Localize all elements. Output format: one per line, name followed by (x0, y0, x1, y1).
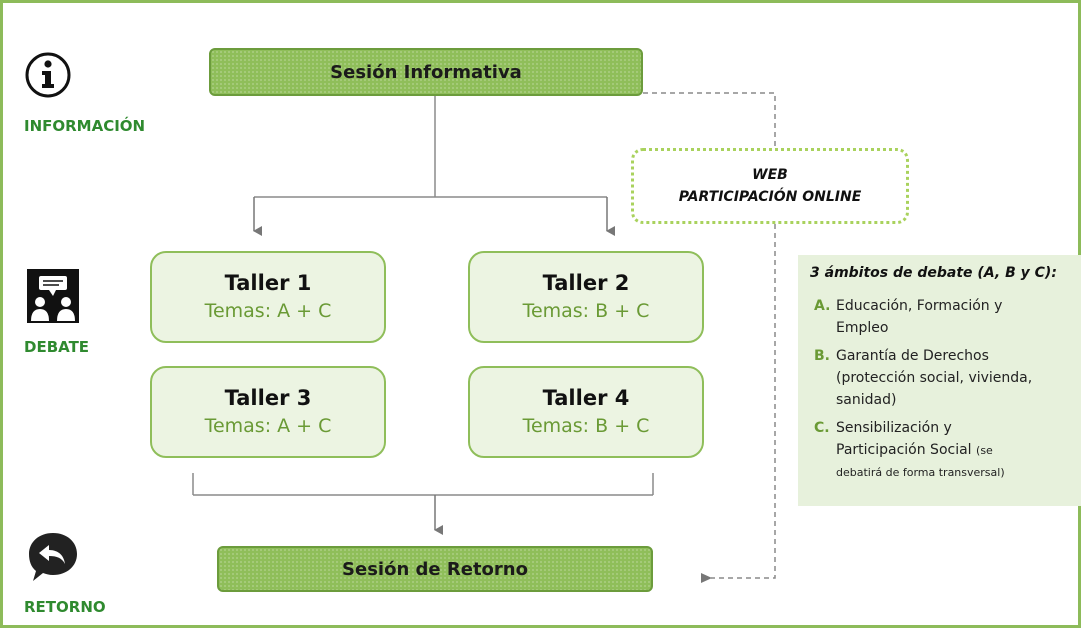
return-icon (29, 533, 77, 581)
ambito-line-with-note: Participación Social (se (836, 439, 1071, 462)
stage-label-retorno: RETORNO (24, 598, 106, 616)
ambito-line: Educación, Formación y (836, 298, 1003, 314)
ambito-line: Sensibilización y (836, 420, 952, 436)
debate-icon (27, 269, 79, 323)
dashed-to-web (643, 92, 776, 148)
ambito-letter: A. (814, 298, 831, 314)
ambito-line: Garantía de Derechos (836, 348, 989, 364)
taller-temas: Temas: A + C (204, 300, 332, 322)
web-participacion-box: WEB PARTICIPACIÓN ONLINE (631, 148, 909, 224)
ambito-letter: B. (814, 348, 830, 364)
web-line1: WEB (752, 167, 788, 183)
ambito-letter: C. (814, 420, 830, 436)
taller-title: Taller 3 (224, 386, 312, 410)
ambito-b: B. Garantía de Derechos (protección soci… (810, 345, 1071, 411)
ambito-c: C. Sensibilización y Participación Socia… (810, 417, 1071, 484)
sesion-retorno-label: Sesión de Retorno (342, 558, 528, 580)
sesion-informativa-box: Sesión Informativa (209, 48, 643, 96)
stage-label-informacion: INFORMACIÓN (24, 117, 146, 135)
taller-1-box: Taller 1 Temas: A + C (150, 251, 386, 343)
ambitos-panel: 3 ámbitos de debate (A, B y C): A. Educa… (798, 255, 1081, 506)
ambito-a: A. Educación, Formación y Empleo (810, 295, 1071, 339)
ambito-line: Participación Social (836, 442, 972, 458)
connector-lines (192, 92, 776, 583)
taller-4-box: Taller 4 Temas: B + C (468, 366, 704, 458)
sesion-retorno-box: Sesión de Retorno (217, 546, 653, 592)
sesion-informativa-label: Sesión Informativa (330, 61, 522, 83)
ambitos-title: 3 ámbitos de debate (A, B y C): (810, 265, 1057, 281)
web-line2: PARTICIPACIÓN ONLINE (678, 189, 862, 205)
ambito-note: debatirá de forma transversal) (836, 466, 1005, 479)
taller-title: Taller 2 (542, 271, 630, 295)
info-icon (25, 52, 71, 98)
taller-temas: Temas: B + C (522, 300, 650, 322)
ambito-note: (se (976, 444, 993, 457)
dashed-web-to-retorno (701, 224, 776, 583)
taller-temas: Temas: B + C (522, 415, 650, 437)
ambito-line: sanidad) (836, 392, 897, 408)
taller-title: Taller 1 (224, 271, 312, 295)
ambito-line: Empleo (836, 320, 889, 336)
stage-label-debate: DEBATE (24, 338, 90, 356)
taller-2-box: Taller 2 Temas: B + C (468, 251, 704, 343)
ambito-line: (protección social, vivienda, (836, 370, 1033, 386)
taller-title: Taller 4 (542, 386, 630, 410)
taller-temas: Temas: A + C (204, 415, 332, 437)
taller-3-box: Taller 3 Temas: A + C (150, 366, 386, 458)
